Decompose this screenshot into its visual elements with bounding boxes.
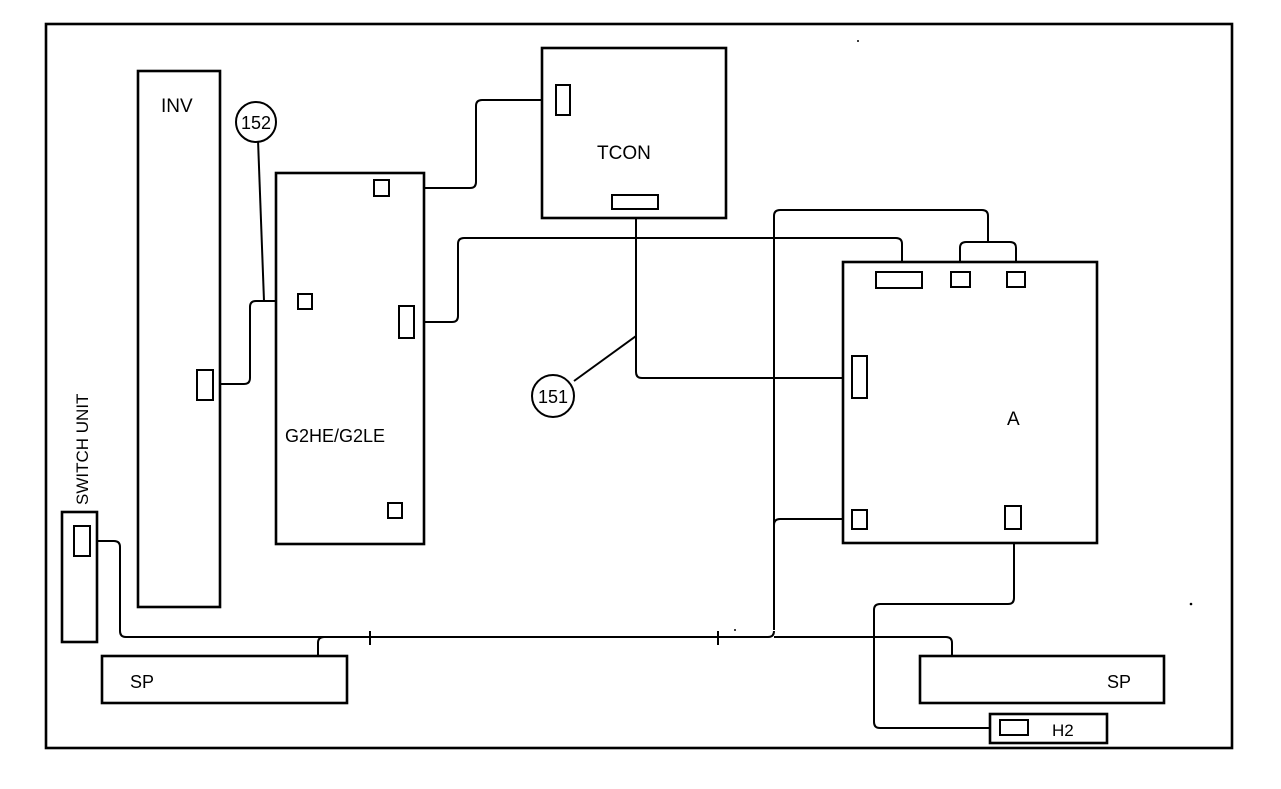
wires [90,99,1017,729]
diagram-frame [44,22,1234,750]
g2he-connector-top [373,179,390,197]
wire-a-to-h2 [873,528,1015,729]
callout-152: 152 [235,101,277,302]
unit-sp-left-label: SP [130,672,154,692]
unit-g2he-label: G2HE/G2LE [285,426,385,446]
a-connector-top-wide [875,271,923,289]
wire-switch-to-bus [90,540,775,638]
unit-g2he: G2HE/G2LE [274,171,426,546]
wire-g2he-to-a-top [414,237,903,323]
print-specks [734,40,1193,631]
unit-inv: INV [136,69,222,609]
unit-a: A [841,260,1099,545]
switch-connector [73,525,91,557]
callout-151-label: 151 [538,387,568,407]
callout-151: 151 [531,335,637,418]
inv-connector [196,369,214,401]
unit-a-label: A [1007,409,1020,430]
g2he-connector-right [398,305,415,339]
g2he-connector-bottom [387,502,403,519]
callout-152-label: 152 [241,113,271,133]
h2-connector [999,719,1029,736]
unit-switch-label: SWITCH UNIT [73,394,92,505]
tcon-connector-bottom [611,194,659,210]
unit-tcon: TCON [540,46,728,220]
wire-a-top-to-trunk [773,209,989,630]
wire-tcon-to-a [635,209,852,379]
wire-bus-to-sp-right [774,636,953,656]
wire-g2he-to-tcon [389,99,556,189]
wire-inv-to-g2he [213,300,298,385]
unit-sp-right-label: SP [1107,672,1131,692]
unit-h2: H2 [988,712,1109,745]
a-connector-bottom [1004,505,1022,530]
g2he-connector-small [297,293,313,310]
tcon-connector-left [555,84,571,116]
unit-h2-label: H2 [1052,721,1074,740]
a-connector-lower-left [851,509,868,530]
wire-bus-to-sp-left [317,636,325,656]
a-connector-left [851,355,868,399]
unit-inv-label: INV [161,96,193,117]
unit-tcon-label: TCON [597,143,651,164]
wire-a-lower-to-trunk [773,518,852,526]
unit-sp-left: SP [100,654,349,705]
a-connector-top-mid [950,271,971,288]
unit-sp-right: SP [918,654,1166,705]
a-connector-top-right [1006,271,1026,288]
unit-switch: SWITCH UNIT [60,394,99,644]
